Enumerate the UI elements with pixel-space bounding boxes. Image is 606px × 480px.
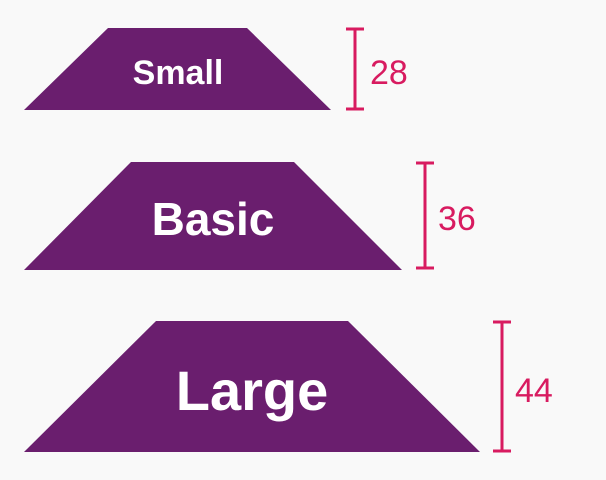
dimension-bracket-large <box>493 320 511 453</box>
trapezoid-basic <box>24 162 402 270</box>
dimension-value-small: 28 <box>370 54 408 92</box>
trapezoid-small <box>24 28 331 110</box>
size-row-small: Small 28 <box>24 27 408 111</box>
dimension-value-basic: 36 <box>438 200 476 238</box>
label-small: Small <box>133 54 224 92</box>
dimension-value-large: 44 <box>515 372 553 410</box>
label-basic: Basic <box>152 193 275 245</box>
label-large: Large <box>176 359 329 422</box>
size-row-basic: Basic 36 <box>24 161 476 270</box>
dimension-bracket-small <box>346 27 364 111</box>
dimension-bracket-basic <box>416 161 434 270</box>
size-row-large: Large 44 <box>24 320 553 453</box>
trapezoid-large <box>24 321 480 452</box>
